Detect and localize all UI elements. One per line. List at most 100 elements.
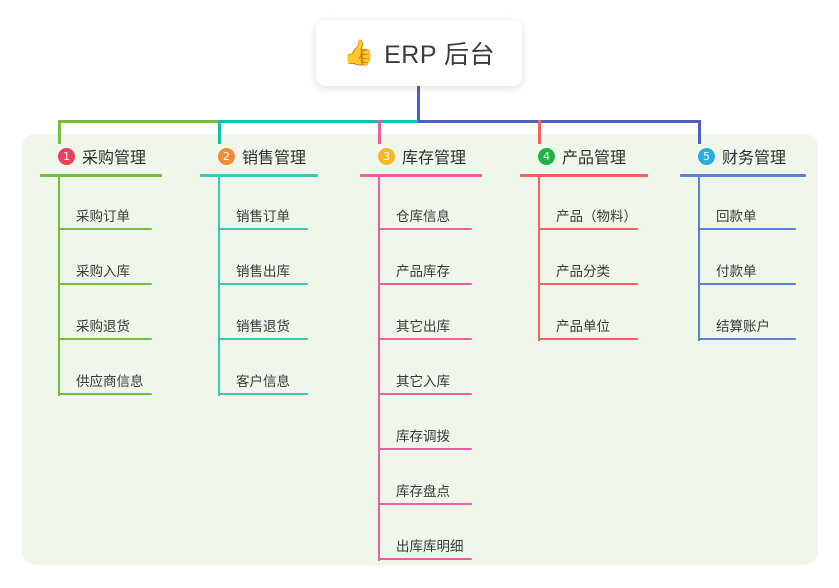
list-item-rule xyxy=(538,228,638,230)
list-item[interactable]: 产品单位 xyxy=(520,287,648,342)
list-item-label: 销售出库 xyxy=(236,264,290,279)
list-item[interactable]: 采购订单 xyxy=(40,177,162,232)
list-item-label: 产品单位 xyxy=(556,319,610,334)
thumbs-up-icon: 👍 xyxy=(342,38,375,67)
list-item-rule xyxy=(698,283,796,285)
list-item-rule xyxy=(538,283,638,285)
list-item[interactable]: 结算账户 xyxy=(680,287,806,342)
column-badge-5: 5 xyxy=(698,147,715,165)
column-spine-5 xyxy=(698,177,700,341)
connector-drop-2 xyxy=(218,120,221,144)
column-title-4: 产品管理 xyxy=(562,150,627,167)
list-item-rule xyxy=(58,393,152,395)
list-item-rule xyxy=(378,558,472,560)
connector-bar-segment-1 xyxy=(58,120,218,123)
column-items-5: 回款单付款单结算账户 xyxy=(680,177,806,342)
list-item[interactable]: 库存调拨 xyxy=(360,397,482,452)
list-item-label: 产品分类 xyxy=(556,264,610,279)
list-item-label: 采购入库 xyxy=(76,264,130,279)
list-item[interactable]: 产品（物料） xyxy=(520,177,648,232)
column-spine-1 xyxy=(58,177,60,396)
list-item[interactable]: 其它入库 xyxy=(360,342,482,397)
list-item[interactable]: 销售订单 xyxy=(200,177,318,232)
list-item[interactable]: 采购入库 xyxy=(40,232,162,287)
list-item[interactable]: 销售出库 xyxy=(200,232,318,287)
column-spine-3 xyxy=(378,177,380,561)
list-item[interactable]: 付款单 xyxy=(680,232,806,287)
list-item-rule xyxy=(698,228,796,230)
column-5: 5 财务管理回款单付款单结算账户 xyxy=(680,142,806,342)
list-item[interactable]: 产品库存 xyxy=(360,232,482,287)
list-item[interactable]: 仓库信息 xyxy=(360,177,482,232)
list-item[interactable]: 供应商信息 xyxy=(40,342,162,397)
list-item-rule xyxy=(378,503,472,505)
column-title-1: 采购管理 xyxy=(82,150,147,167)
column-rule-5 xyxy=(680,174,806,177)
column-badge-4: 4 xyxy=(538,147,555,165)
list-item[interactable]: 产品分类 xyxy=(520,232,648,287)
column-badge-3: 3 xyxy=(378,147,395,165)
column-header-3[interactable]: 3 库存管理 xyxy=(360,142,482,170)
column-rule-1 xyxy=(40,174,162,177)
column-items-1: 采购订单采购入库采购退货供应商信息 xyxy=(40,177,162,397)
column-header-1[interactable]: 1 采购管理 xyxy=(40,142,162,170)
list-item-rule xyxy=(58,283,152,285)
column-header-5[interactable]: 5 财务管理 xyxy=(680,142,806,170)
list-item-label: 销售退货 xyxy=(236,319,290,334)
list-item-label: 库存盘点 xyxy=(396,484,450,499)
list-item-rule xyxy=(218,338,308,340)
list-item-rule xyxy=(58,338,152,340)
column-rule-3 xyxy=(360,174,482,177)
column-header-4[interactable]: 4 产品管理 xyxy=(520,142,648,170)
root-node[interactable]: 👍 ERP 后台 xyxy=(316,20,522,86)
list-item[interactable]: 库存盘点 xyxy=(360,452,482,507)
list-item-label: 其它出库 xyxy=(396,319,450,334)
diagram-panel xyxy=(22,134,818,565)
root-node-title: ERP 后台 xyxy=(384,41,496,69)
column-rule-4 xyxy=(520,174,648,177)
column-title-2: 销售管理 xyxy=(242,150,307,167)
list-item-rule xyxy=(218,393,308,395)
column-title-5: 财务管理 xyxy=(722,150,787,167)
list-item-rule xyxy=(378,283,472,285)
list-item-rule xyxy=(218,283,308,285)
column-spine-2 xyxy=(218,177,220,396)
list-item[interactable]: 回款单 xyxy=(680,177,806,232)
list-item-label: 结算账户 xyxy=(716,319,770,334)
list-item[interactable]: 采购退货 xyxy=(40,287,162,342)
column-1: 1 采购管理采购订单采购入库采购退货供应商信息 xyxy=(40,142,162,397)
list-item[interactable]: 出库库明细 xyxy=(360,507,482,562)
list-item-rule xyxy=(378,338,472,340)
list-item[interactable]: 销售退货 xyxy=(200,287,318,342)
connector-bar-segment-2 xyxy=(218,120,418,123)
column-badge-1: 1 xyxy=(58,147,75,165)
connector-drop-1 xyxy=(58,120,61,144)
list-item-rule xyxy=(698,338,796,340)
list-item-rule xyxy=(378,448,472,450)
column-items-2: 销售订单销售出库销售退货客户信息 xyxy=(200,177,318,397)
list-item-label: 其它入库 xyxy=(396,374,450,389)
column-spine-4 xyxy=(538,177,540,341)
list-item-rule xyxy=(378,393,472,395)
list-item-rule xyxy=(218,228,308,230)
connector-bar-segment-3 xyxy=(418,120,700,123)
column-items-4: 产品（物料） 产品分类产品单位 xyxy=(520,177,648,342)
connector-drop-5 xyxy=(698,120,701,144)
list-item-label: 出库库明细 xyxy=(396,539,464,554)
list-item-label: 产品（物料） xyxy=(556,209,637,224)
list-item-label: 仓库信息 xyxy=(396,209,450,224)
column-rule-2 xyxy=(200,174,318,177)
list-item-rule xyxy=(378,228,472,230)
column-3: 3 库存管理仓库信息产品库存其它出库其它入库库存调拨库存盘点出库库明细 xyxy=(360,142,482,562)
column-title-3: 库存管理 xyxy=(402,150,467,167)
list-item-label: 销售订单 xyxy=(236,209,290,224)
connector-drop-3 xyxy=(378,120,381,144)
list-item[interactable]: 其它出库 xyxy=(360,287,482,342)
list-item-label: 客户信息 xyxy=(236,374,290,389)
list-item-label: 库存调拨 xyxy=(396,429,450,444)
list-item-label: 供应商信息 xyxy=(76,374,144,389)
column-items-3: 仓库信息产品库存其它出库其它入库库存调拨库存盘点出库库明细 xyxy=(360,177,482,562)
list-item[interactable]: 客户信息 xyxy=(200,342,318,397)
